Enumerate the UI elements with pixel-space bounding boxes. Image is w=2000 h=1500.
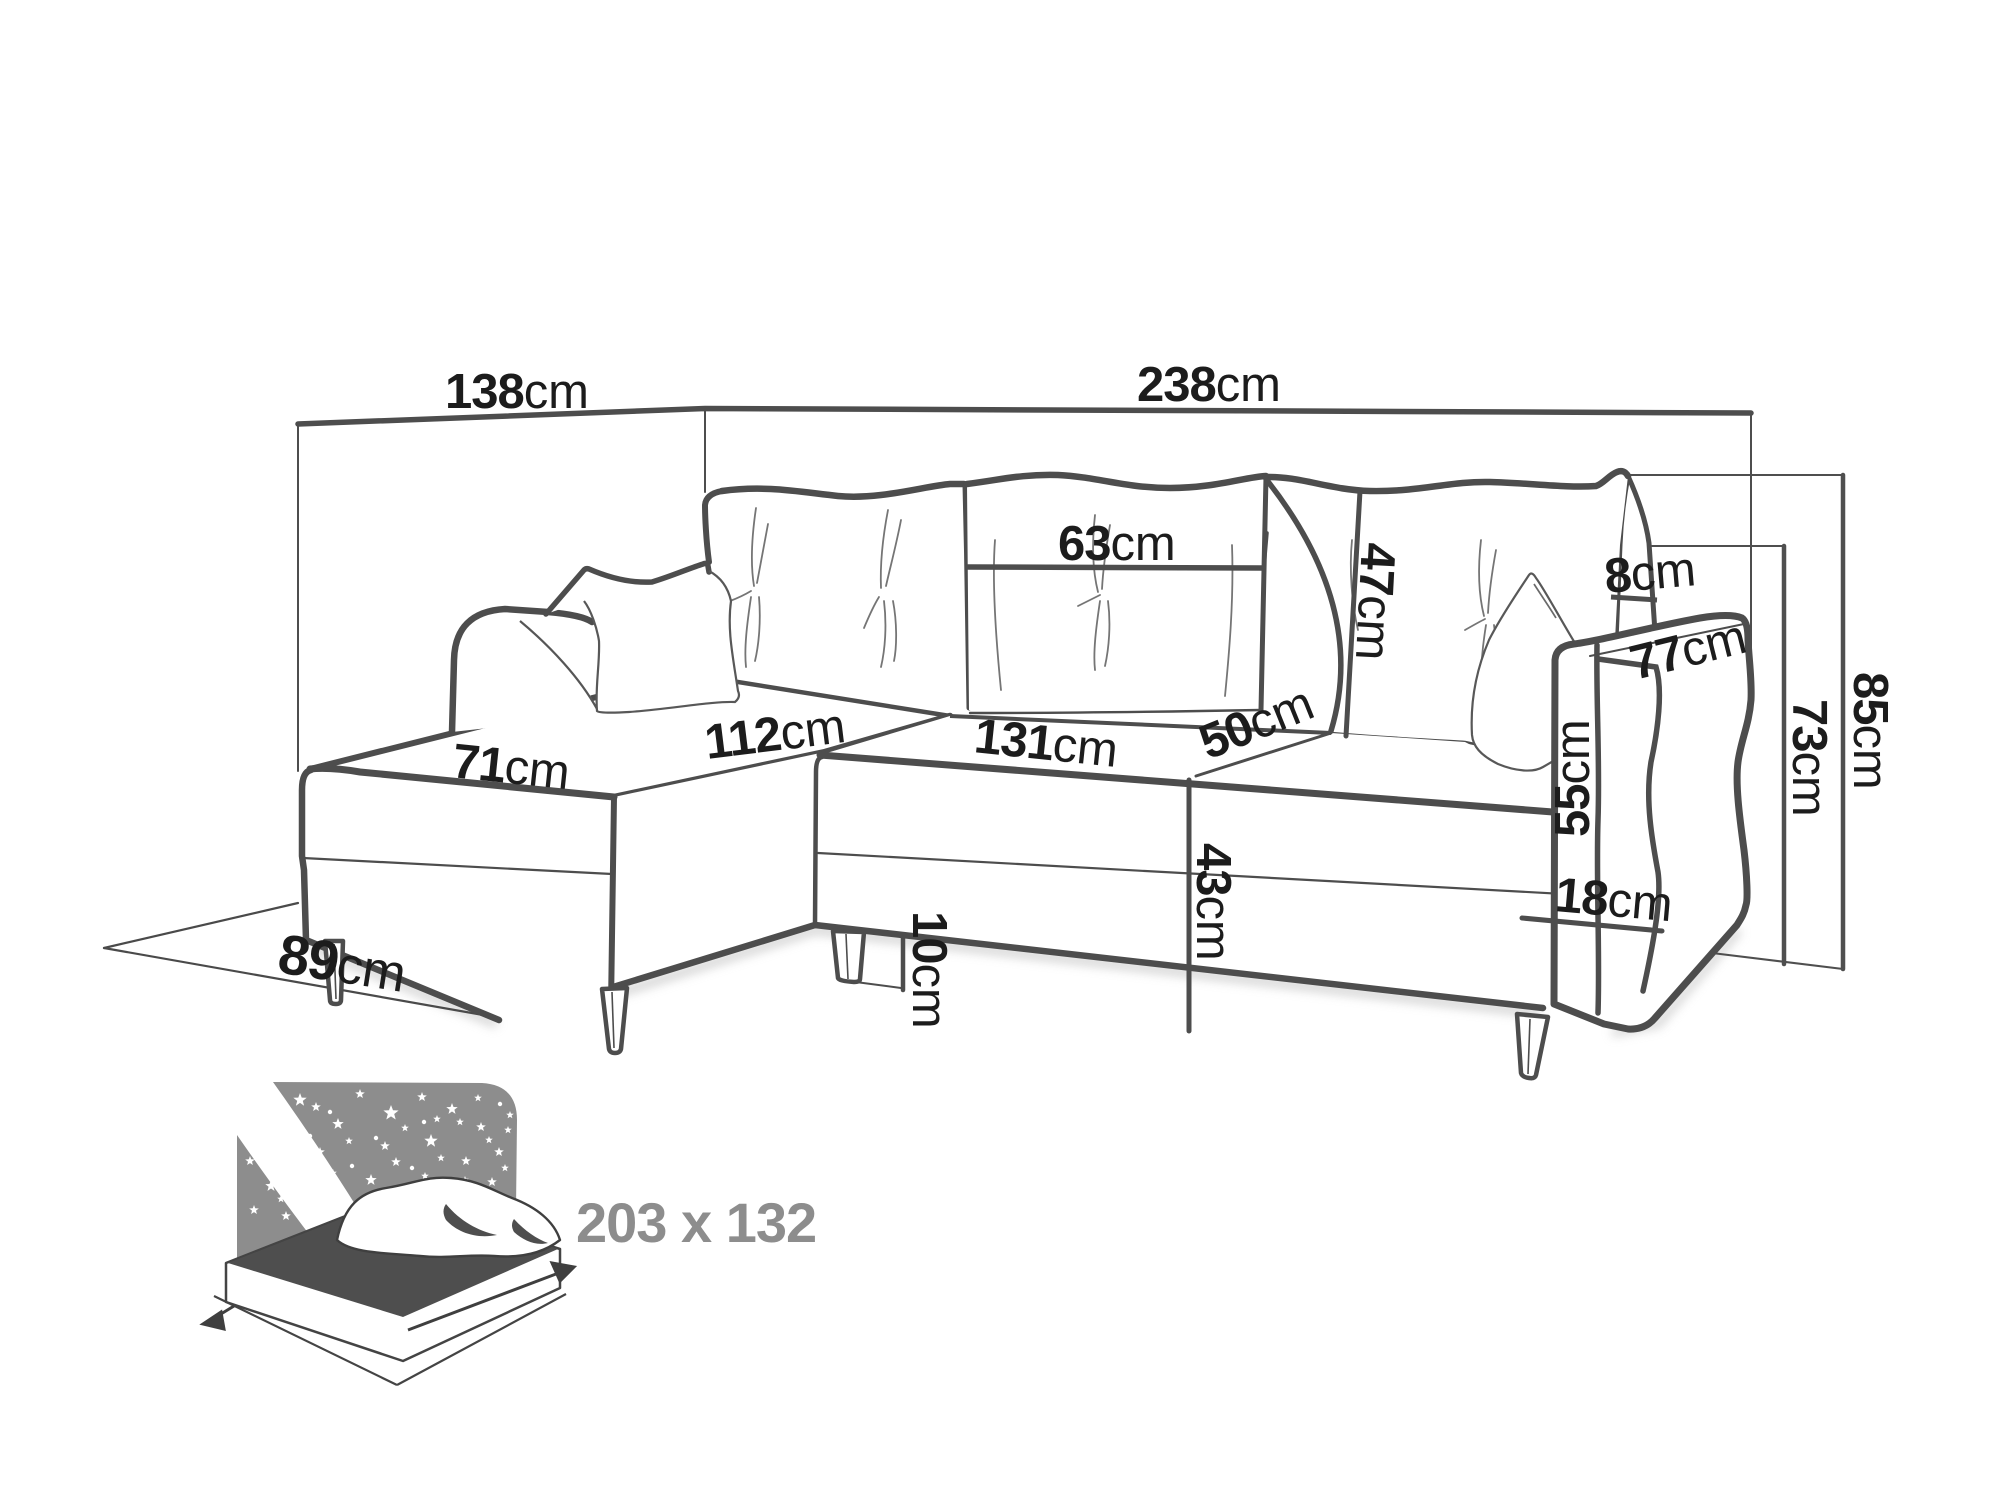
svg-text:203 x 132: 203 x 132 [576, 1191, 816, 1254]
svg-text:10cm: 10cm [902, 911, 956, 1028]
svg-text:85cm: 85cm [1843, 672, 1897, 789]
svg-text:43cm: 43cm [1186, 843, 1240, 960]
svg-text:55cm: 55cm [1546, 720, 1600, 837]
svg-text:73cm: 73cm [1782, 699, 1836, 816]
svg-text:238cm: 238cm [1137, 358, 1281, 412]
svg-text:89cm: 89cm [274, 922, 410, 1004]
svg-text:138cm: 138cm [445, 365, 589, 419]
svg-text:63cm: 63cm [1058, 517, 1175, 571]
svg-text:8cm: 8cm [1602, 542, 1698, 604]
svg-text:71cm: 71cm [450, 734, 572, 800]
svg-text:47cm: 47cm [1345, 541, 1405, 661]
svg-text:18cm: 18cm [1553, 868, 1675, 932]
